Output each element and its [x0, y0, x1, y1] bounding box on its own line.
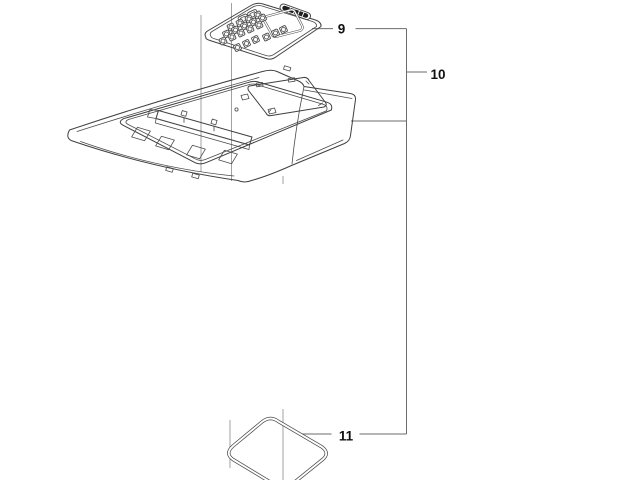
- housing-raised-bar: [147, 109, 253, 150]
- gasket-part-drawing: [227, 416, 328, 480]
- housing-tray-cutouts: [131, 126, 238, 165]
- keypad-outer-outline: [204, 2, 322, 60]
- housing-aperture: [247, 76, 327, 117]
- housing-rim-detail-2: [191, 172, 200, 180]
- housing-rim-detail-1: [165, 166, 174, 173]
- leader-lines: [299, 28, 427, 435]
- keypad-inner-outline: [209, 5, 317, 57]
- housing-part-drawing: [67, 65, 357, 183]
- part-label-9: 9: [338, 22, 346, 37]
- housing-tray-inner: [125, 83, 328, 161]
- housing-small-hole-1: [240, 93, 250, 101]
- alignment-axes: [200, 3, 284, 480]
- housing-wing-seam: [291, 86, 305, 165]
- housing-tray-outer: [119, 80, 333, 165]
- keypad-part-drawing: [204, 2, 322, 60]
- housing-outer-outline: [67, 69, 357, 183]
- housing-rim-top: [76, 77, 260, 132]
- gasket-outline: [227, 416, 328, 480]
- housing-wing-top-line: [304, 89, 353, 99]
- housing-screw-boss: [234, 107, 239, 112]
- housing-small-hole-2: [267, 107, 277, 115]
- keypad-button-cluster: [218, 9, 288, 52]
- housing-wing-crease: [296, 139, 344, 161]
- part-label-10: 10: [430, 67, 445, 82]
- part-label-11: 11: [339, 429, 354, 444]
- housing-top-tab: [283, 65, 292, 72]
- housing-rim-bottom: [80, 141, 235, 177]
